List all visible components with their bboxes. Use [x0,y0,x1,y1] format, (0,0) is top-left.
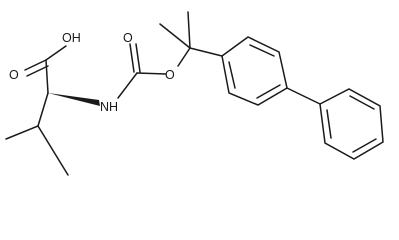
bond-o-cquat [177,47,191,67]
bond-cb-methyl-left [5,125,39,140]
atom-label-acid-carbonyl-oxygen: O [9,68,19,82]
bond-nh-c [117,72,138,99]
bond-cquat-methyl-a [159,23,191,49]
ring-2-inner-bond-a [349,95,375,110]
bond-ring-ring [286,87,321,105]
bond-cquat-ring [189,47,223,57]
bond-c-o-double-b [135,43,141,73]
bond-cb-methyl-down [37,125,69,176]
bond-c-o-ester [136,72,167,75]
ring-1-inner-bond-a [249,44,275,57]
bond-c-o-double-a [129,43,135,73]
ring-1-inner-bond-c [228,61,236,89]
ring-2-inner-bond-c [326,109,332,139]
atom-label-carbamate-carbonyl-oxygen: O [123,31,133,45]
bond-c-o-double-a [24,59,47,71]
ring-2-inner-bond-b [352,138,377,153]
phenyl-ring-1 [221,36,321,106]
atom-label-hydroxyl: OH [62,31,81,45]
atom-label-ester-oxygen: O [165,68,175,82]
phenyl-ring-2 [319,88,384,160]
carbamate-group [117,43,191,99]
chemical-structure: OH O NH O O [5,11,384,176]
bond-cquat-methyl-b [187,11,191,49]
stereo-wedge-bond [48,93,100,106]
ring-2-outline [319,88,384,160]
atom-label-amine: NH [100,100,118,114]
isopropyl-group [5,92,69,176]
carboxylic-acid-group [24,45,67,94]
bond-c-o-double-b [26,65,49,77]
dimethyl-carbon [159,11,223,57]
ring-1-inner-bond-b [256,84,281,99]
bond-c-oh [45,45,67,61]
bond-cooh-alpha [45,59,49,94]
bond-alpha-cb [37,92,49,127]
